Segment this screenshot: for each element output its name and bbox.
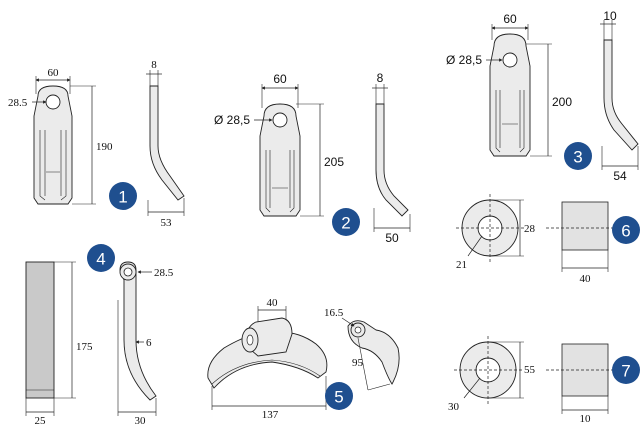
part-4-hole <box>123 267 133 277</box>
part-7-inner-label: 30 <box>448 401 460 413</box>
part-3-depth-label: 54 <box>613 169 627 183</box>
part-2-height-label: 205 <box>324 155 344 169</box>
part-5-main-view <box>207 331 328 389</box>
part-3-thickness-label: 10 <box>603 9 617 23</box>
part-5-width-label: 40 <box>267 297 279 309</box>
part-3-badge-number: 3 <box>573 148 582 167</box>
part-2-depth-label: 50 <box>385 231 399 245</box>
part-4: 175 25 28.5 6 30 4 <box>25 244 174 424</box>
part-5-length-label: 137 <box>262 409 279 421</box>
part-1-hole <box>45 94 61 110</box>
part-1-hole-label: 28.5 <box>8 97 28 109</box>
part-1-front-view <box>33 85 73 205</box>
part-3-width-label: 60 <box>503 12 517 26</box>
part-2-badge <box>332 208 360 236</box>
part-6-badge-number: 6 <box>621 222 630 241</box>
part-4-badge <box>87 244 115 272</box>
part-1-badge-number: 1 <box>118 188 127 207</box>
part-3-badge <box>564 142 592 170</box>
part-1-height-label: 190 <box>96 141 113 153</box>
part-2-width-label: 60 <box>273 72 287 86</box>
part-7: 30 55 10 7 <box>448 336 640 424</box>
part-4-depth-label: 30 <box>135 415 147 424</box>
part-4-hole-label: 28.5 <box>154 267 174 279</box>
part-3-hole-label: Ø 28,5 <box>446 53 482 67</box>
part-1-depth-label: 53 <box>161 217 173 229</box>
part-5-hole <box>354 326 362 334</box>
part-1-side-view <box>149 85 185 201</box>
part-4-height-label: 175 <box>76 341 93 353</box>
part-6-bushing-side <box>561 201 609 251</box>
part-4-width-label: 25 <box>35 415 47 424</box>
part-2-thickness-label: 8 <box>377 71 384 85</box>
part-5-badge-number: 5 <box>334 388 343 407</box>
part-2: 60 Ø 28,5 205 8 50 2 <box>214 71 411 245</box>
part-5-badge <box>325 382 353 410</box>
part-7-length-label: 10 <box>580 413 592 424</box>
part-2-hole-label: Ø 28,5 <box>214 113 250 127</box>
part-3-height-label: 200 <box>552 95 572 109</box>
part-3-hole <box>502 52 518 68</box>
part-5-hole-label: 16.5 <box>324 307 344 319</box>
part-4-side-view <box>119 261 157 401</box>
part-1-width-label: 60 <box>48 67 60 79</box>
part-5: 40 137 16.5 95 5 <box>207 297 400 421</box>
part-4-thickness-label: 6 <box>146 337 152 349</box>
part-1-badge <box>109 182 137 210</box>
part-3: 60 Ø 28,5 200 10 54 3 <box>446 9 639 183</box>
part-2-side-view <box>375 103 409 217</box>
part-4-badge-number: 4 <box>96 250 105 269</box>
part-7-badge <box>612 356 640 384</box>
part-7-badge-number: 7 <box>621 362 630 381</box>
part-1: 60 28.5 190 8 53 1 <box>8 59 185 229</box>
part-7-outer-label: 55 <box>524 364 536 376</box>
part-6-length-label: 40 <box>580 273 592 285</box>
part-1-thickness-label: 8 <box>151 59 157 71</box>
part-7-bushing-side <box>561 343 609 397</box>
part-2-hole <box>272 112 288 128</box>
part-5-height-label: 95 <box>352 357 364 369</box>
part-2-badge-number: 2 <box>341 214 350 233</box>
part-6-outer-label: 28 <box>524 223 536 235</box>
part-6-inner-label: 21 <box>456 259 467 271</box>
part-4-front-view <box>25 261 55 399</box>
part-6: 21 28 40 6 <box>456 194 640 285</box>
part-6-badge <box>612 216 640 244</box>
part-3-side-view <box>603 39 639 151</box>
